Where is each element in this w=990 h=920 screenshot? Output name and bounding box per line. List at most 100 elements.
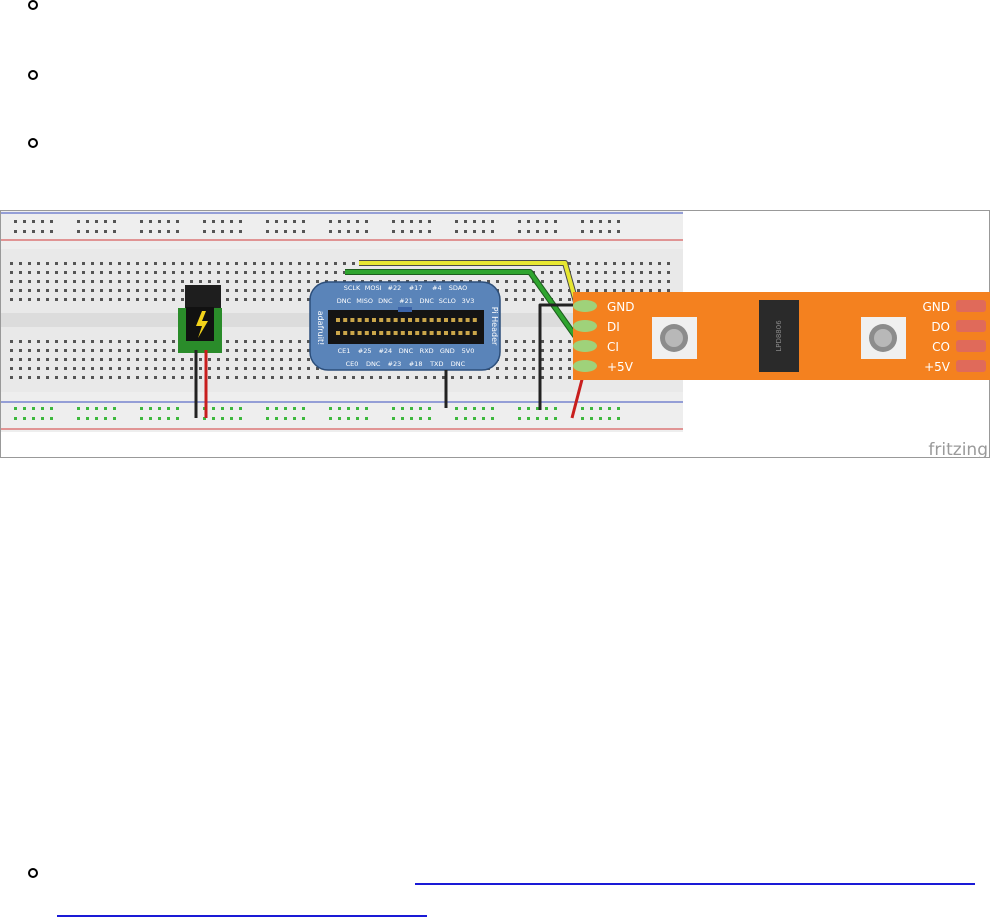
strip-left-pin-label: GND — [607, 300, 635, 314]
header-pin — [364, 318, 369, 322]
strip-pad — [956, 300, 986, 312]
strip-left-pin-label: CI — [607, 340, 619, 354]
header-pin — [386, 318, 391, 322]
pin-label: RXD — [420, 347, 434, 355]
strip-pad — [573, 340, 597, 352]
pin-label: TXD — [429, 360, 443, 368]
strip-right-pin-label: CO — [932, 340, 950, 354]
header-pin — [465, 318, 470, 322]
fritzing-watermark: fritzing — [928, 440, 988, 458]
led-strip: GND DI CI +5V GND DO CO +5V LPD8806 — [573, 292, 990, 380]
link-underline-2[interactable] — [57, 915, 427, 917]
pin-label: SCLO — [439, 297, 456, 305]
strip-pad — [573, 300, 597, 312]
link-underline-1[interactable] — [415, 883, 975, 885]
pin-label: DNC — [378, 297, 393, 305]
chip-label: LPD8806 — [775, 320, 783, 352]
strip-pad — [956, 340, 986, 352]
pin-label: 5V0 — [462, 347, 475, 355]
header-pin — [357, 318, 362, 322]
bullet-4 — [28, 868, 38, 878]
header-pin — [393, 331, 398, 335]
pin-label: GND — [440, 347, 455, 355]
strip-right-pin-label: +5V — [924, 360, 951, 374]
header-pin — [436, 331, 441, 335]
pin-label: CE0 — [346, 360, 359, 368]
strip-left-pads: GND DI CI +5V — [573, 300, 635, 374]
header-pin — [379, 331, 384, 335]
header-pin — [472, 331, 477, 335]
pin-label: #18 — [409, 360, 423, 368]
pin-label: SCLK — [344, 284, 361, 292]
header-pin — [451, 331, 456, 335]
header-pin — [400, 318, 405, 322]
bullet-3 — [28, 138, 38, 148]
dc-jack — [178, 285, 222, 353]
header-pin — [415, 331, 420, 335]
header-pin — [436, 318, 441, 322]
pin-label: MOSI — [365, 284, 382, 292]
header-pin — [343, 331, 348, 335]
pi-side-label: Pi Header — [490, 307, 499, 346]
strip-right-pads: GND DO CO +5V — [922, 300, 986, 374]
header-pin — [386, 331, 391, 335]
header-pin — [422, 318, 427, 322]
pin-label: CE1 — [338, 347, 351, 355]
header-pin — [357, 331, 362, 335]
bullet-2 — [28, 70, 38, 80]
strip-pad — [956, 320, 986, 332]
led-1 — [652, 317, 697, 359]
header-pin — [429, 318, 434, 322]
header-pin — [458, 331, 463, 335]
pin-label: #24 — [378, 347, 392, 355]
header-pin — [472, 318, 477, 322]
strip-left-pin-label: DI — [607, 320, 620, 334]
strip-pad — [573, 320, 597, 332]
header-pin — [336, 318, 340, 322]
header-pin — [465, 331, 470, 335]
driver-chip: LPD8806 — [759, 300, 799, 372]
header-pin — [350, 318, 355, 322]
header-pin — [336, 331, 340, 335]
pin-label: SDAO — [449, 284, 467, 292]
header-pin — [343, 318, 348, 322]
pin-label: DNC — [366, 360, 381, 368]
pin-label: MISO — [356, 297, 373, 305]
strip-right-pin-label: DO — [931, 320, 950, 334]
pin-label: #17 — [409, 284, 423, 292]
header-pin — [422, 331, 427, 335]
header-pin — [400, 331, 405, 335]
pin-label: 3V3 — [462, 297, 475, 305]
bullet-1 — [28, 0, 38, 10]
pin-label: #25 — [358, 347, 372, 355]
header-pin — [429, 331, 434, 335]
header-pin — [444, 318, 448, 322]
header-pin — [364, 331, 369, 335]
pin-label: #23 — [388, 360, 402, 368]
led-2 — [861, 317, 906, 359]
strip-pad — [573, 360, 597, 372]
pin-label: DNC — [419, 297, 434, 305]
header-pin — [350, 331, 355, 335]
header-pin — [372, 331, 376, 335]
strip-left-pin-label: +5V — [607, 360, 634, 374]
pin-label: #4 — [432, 284, 442, 292]
wire-black-strip — [538, 303, 585, 410]
header-pin — [393, 318, 398, 322]
pin-label: DNC — [337, 297, 352, 305]
header-pin — [408, 318, 412, 322]
header-pin — [372, 318, 376, 322]
header-pin — [444, 331, 448, 335]
header-pin — [379, 318, 384, 322]
pin-label: DNC — [399, 347, 414, 355]
header-pin — [408, 331, 412, 335]
pi-header-pins — [336, 318, 477, 335]
pin-label: DNC — [451, 360, 466, 368]
strip-pad — [956, 360, 986, 372]
strip-right-pin-label: GND — [922, 300, 950, 314]
pin-label: #21 — [399, 297, 413, 305]
pi-brand: adafruit! — [316, 311, 325, 346]
